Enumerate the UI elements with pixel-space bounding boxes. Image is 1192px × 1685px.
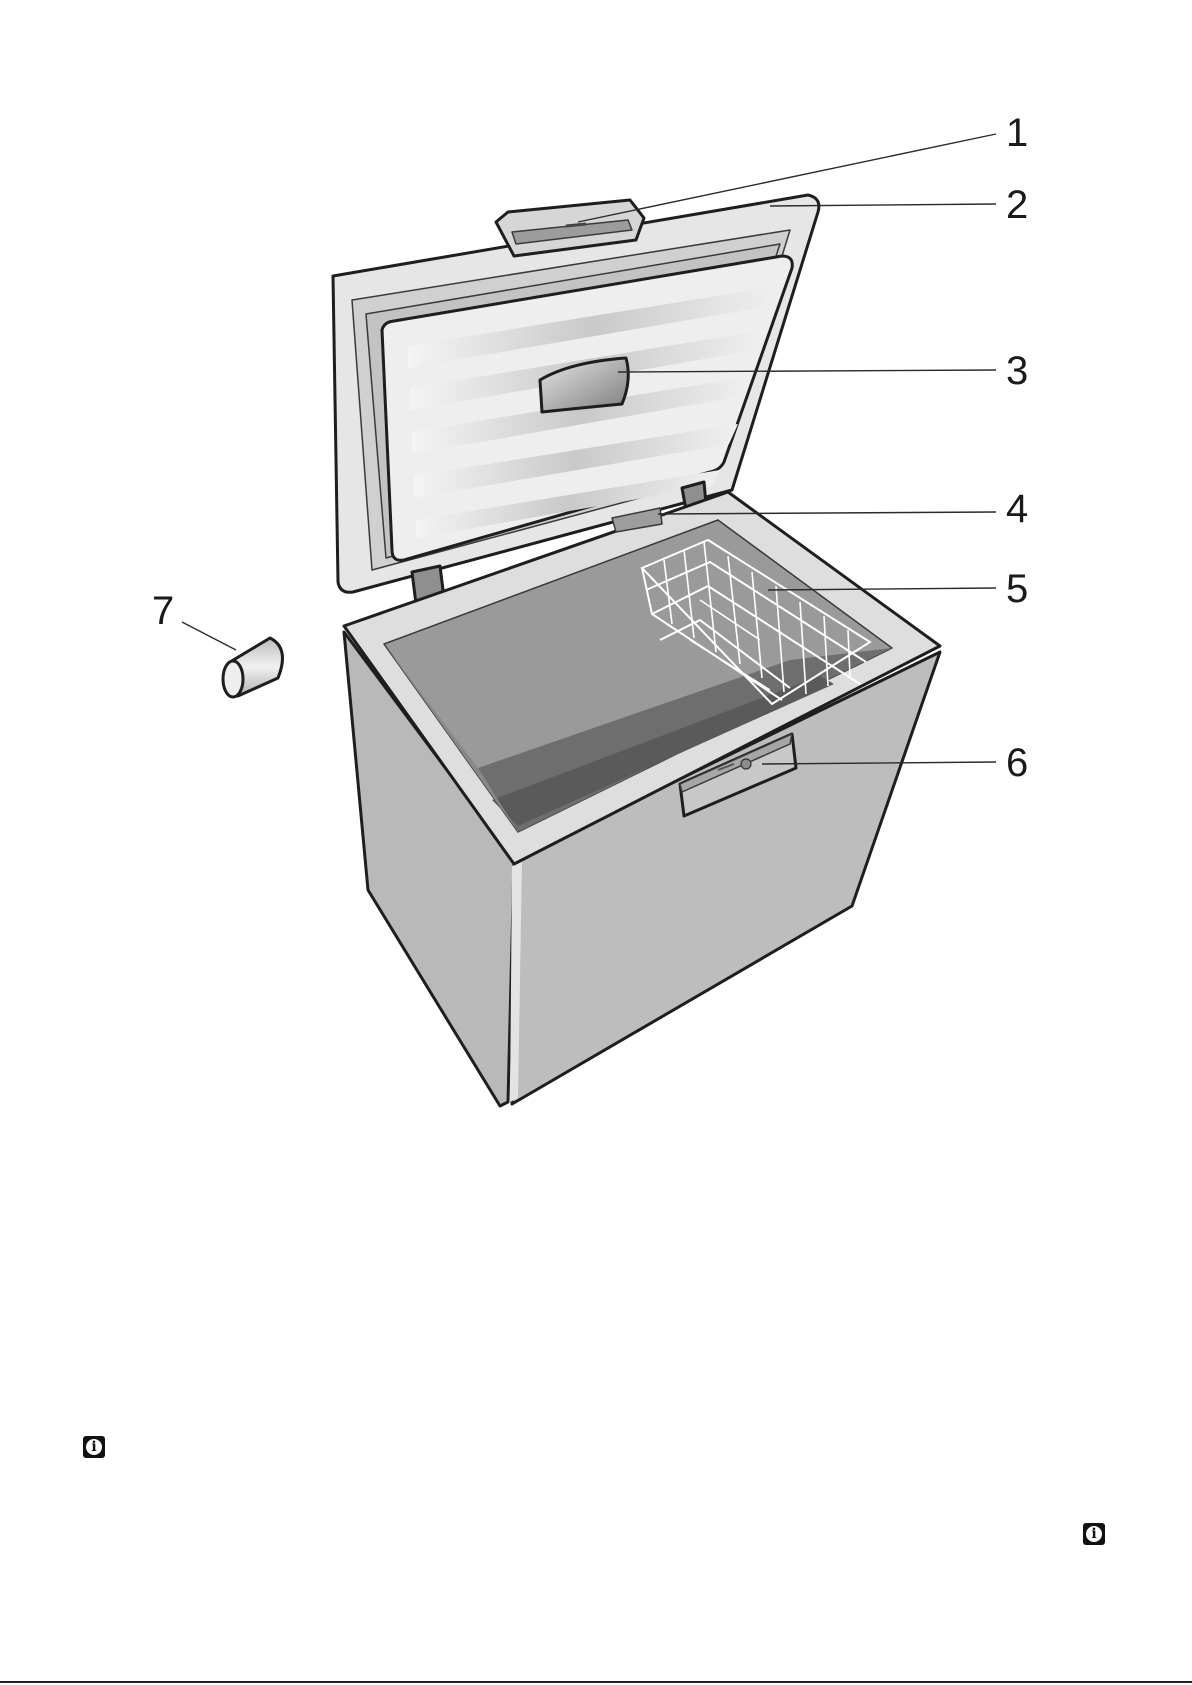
callout-6: 6 [1006, 741, 1028, 785]
callout-5: 5 [1006, 567, 1028, 611]
page-bottom-rule [0, 1681, 1192, 1683]
callout-3: 3 [1006, 349, 1028, 393]
info-icon [83, 1436, 105, 1458]
ice-pack-accessory [223, 638, 283, 697]
info-icon [1083, 1523, 1105, 1545]
callout-7: 7 [152, 589, 174, 633]
callout-1: 1 [1006, 111, 1028, 155]
callout-4: 4 [1006, 487, 1028, 531]
callout-2: 2 [1006, 183, 1028, 227]
